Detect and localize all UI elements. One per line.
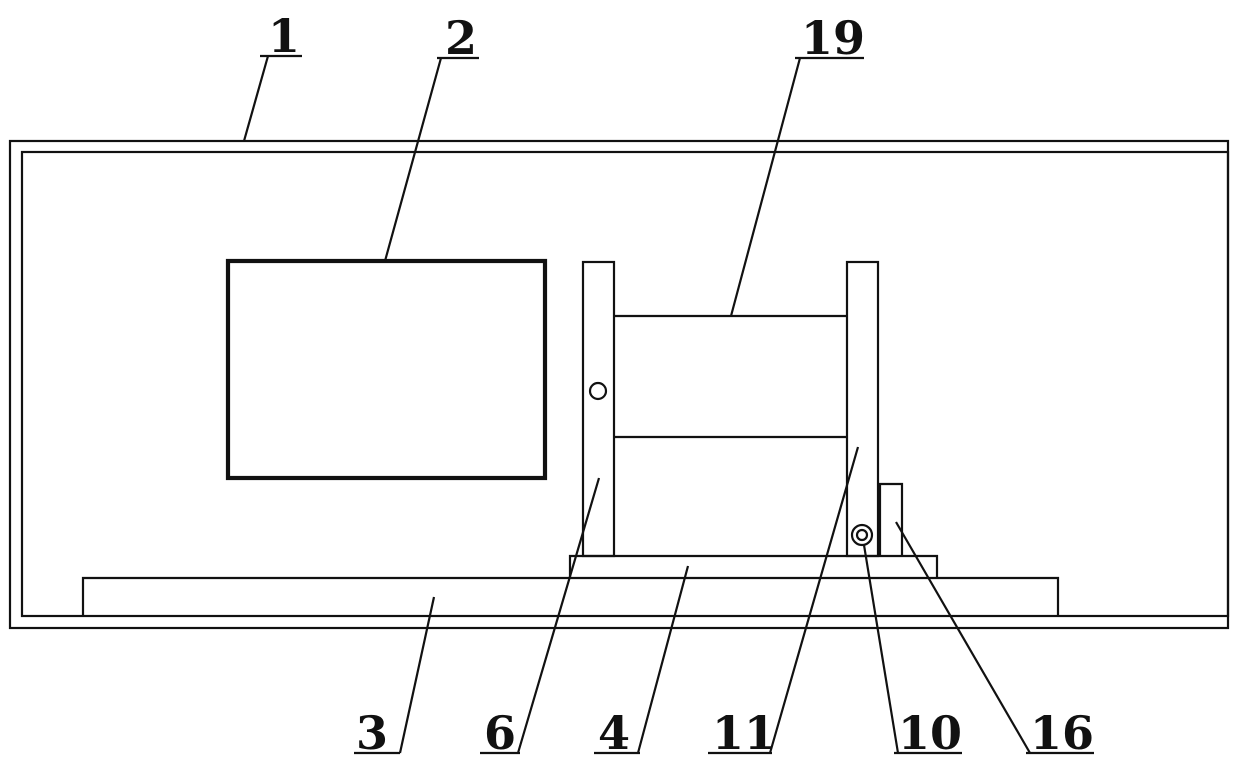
leader-line-11 (770, 447, 858, 753)
left-upright-pivot-hole (590, 383, 606, 399)
base-rail (83, 578, 1058, 616)
leader-line-2 (385, 58, 441, 261)
roller-outer (852, 525, 872, 545)
right-upright-outline (847, 262, 878, 556)
slide-plate (570, 556, 937, 578)
roller-inner (857, 530, 867, 540)
left-upright-outline (583, 262, 614, 556)
leader-line-3 (400, 597, 434, 753)
leader-line-1 (244, 56, 268, 141)
slide-plate-outline (570, 556, 937, 578)
right-upright (847, 262, 878, 556)
leader-line-4 (638, 566, 688, 753)
roller (852, 525, 872, 545)
stop-post (880, 484, 902, 556)
leader-line-19 (731, 58, 800, 316)
cross-bars (614, 316, 847, 437)
display-panel (228, 261, 545, 478)
leader-line-10 (864, 545, 898, 753)
display-panel-frame (228, 261, 545, 478)
housing-inner-frame (22, 152, 1228, 616)
leader-lines (244, 56, 1030, 753)
base-rail-outline (83, 578, 1058, 616)
left-upright (583, 262, 614, 556)
stop-post-outline (880, 484, 902, 556)
